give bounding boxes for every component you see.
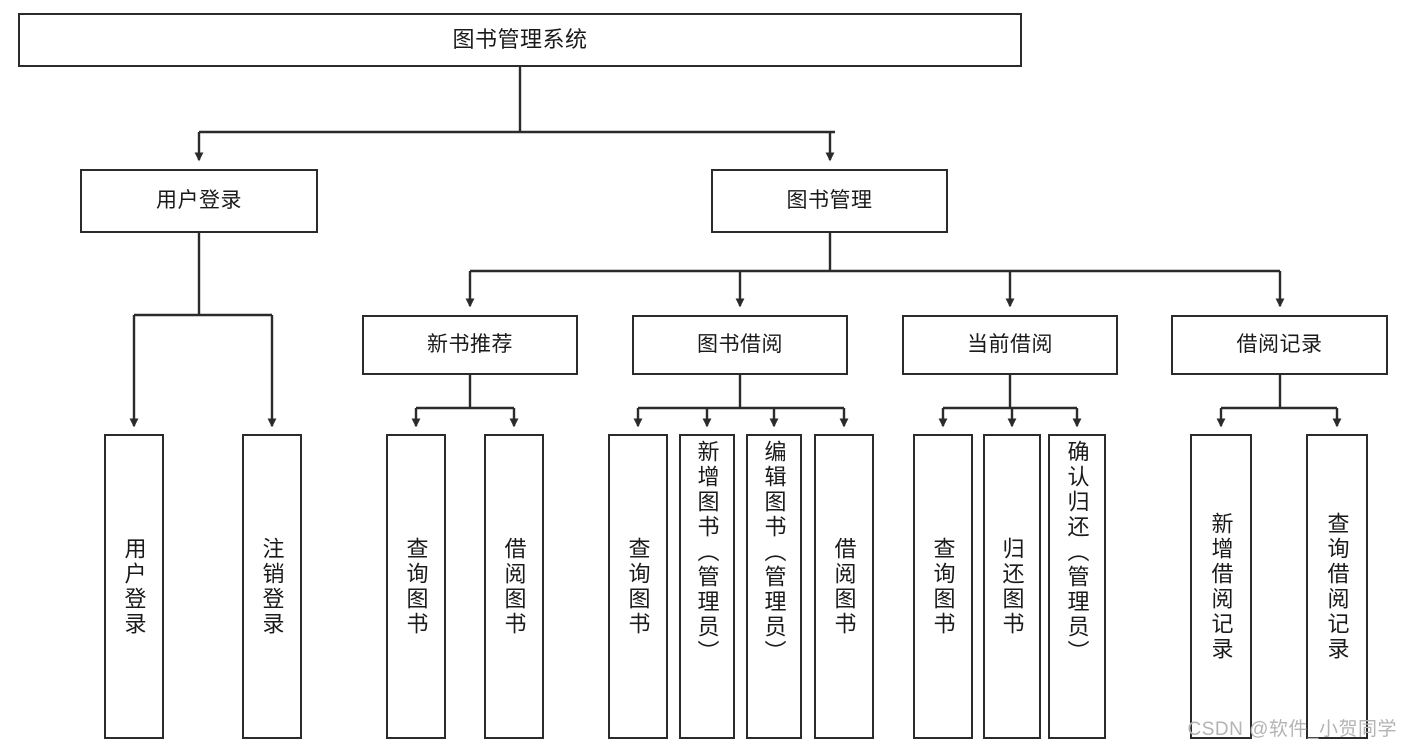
node-leaf-add-book-admin[interactable]: 新增图书（管理员） bbox=[679, 434, 735, 739]
node-leaf-query-book-borrow[interactable]: 查询图书 bbox=[608, 434, 668, 739]
node-level2-user-login[interactable]: 用户登录 bbox=[80, 169, 318, 233]
node-label: 查询图书 bbox=[403, 536, 429, 637]
edge-borrow-record-to-leaves bbox=[1216, 375, 1342, 428]
node-label: 借阅图书 bbox=[831, 536, 857, 637]
node-label: 新增借阅记录 bbox=[1208, 511, 1234, 662]
node-level3-current-borrow[interactable]: 当前借阅 bbox=[902, 315, 1118, 375]
node-label: 图书管理系统 bbox=[452, 27, 588, 53]
node-label: 确认归还（管理员） bbox=[1064, 440, 1090, 665]
node-leaf-query-borrow-record[interactable]: 查询借阅记录 bbox=[1306, 434, 1368, 739]
node-label: 查询图书 bbox=[930, 536, 956, 637]
node-level2-book-management[interactable]: 图书管理 bbox=[711, 169, 948, 233]
node-leaf-return-book[interactable]: 归还图书 bbox=[983, 434, 1041, 739]
node-leaf-borrow-book[interactable]: 借阅图书 bbox=[814, 434, 874, 739]
node-leaf-edit-book-admin[interactable]: 编辑图书（管理员） bbox=[746, 434, 802, 739]
node-label: 新书推荐 bbox=[427, 333, 513, 357]
node-label: 用户登录 bbox=[121, 536, 147, 637]
edge-root-to-level2 bbox=[194, 67, 835, 162]
watermark: CSDN @软件_小贺同学 bbox=[1187, 719, 1397, 740]
edge-new-book-rec-to-leaves bbox=[411, 375, 519, 428]
node-label: 归还图书 bbox=[999, 536, 1025, 637]
edge-book-borrow-to-leaves bbox=[633, 375, 849, 428]
node-label: 图书管理 bbox=[786, 189, 873, 213]
node-leaf-query-book-current[interactable]: 查询图书 bbox=[913, 434, 973, 739]
node-leaf-add-borrow-record[interactable]: 新增借阅记录 bbox=[1190, 434, 1252, 739]
node-label: 用户登录 bbox=[156, 189, 242, 213]
node-label: 查询图书 bbox=[625, 536, 651, 637]
node-label: 借阅图书 bbox=[501, 536, 527, 637]
node-label: 图书借阅 bbox=[697, 333, 783, 357]
edge-current-borrow-to-leaves bbox=[938, 375, 1082, 428]
node-label: 当前借阅 bbox=[967, 333, 1053, 357]
node-level3-book-borrow[interactable]: 图书借阅 bbox=[632, 315, 848, 375]
node-leaf-logout-login[interactable]: 注销登录 bbox=[242, 434, 302, 739]
node-leaf-borrow-book-rec[interactable]: 借阅图书 bbox=[484, 434, 544, 739]
node-label: 编辑图书（管理员） bbox=[761, 440, 787, 665]
node-leaf-query-book-rec[interactable]: 查询图书 bbox=[386, 434, 446, 739]
node-label: 查询借阅记录 bbox=[1324, 511, 1350, 662]
node-label: 注销登录 bbox=[259, 536, 285, 637]
node-leaf-confirm-return-admin[interactable]: 确认归还（管理员） bbox=[1048, 434, 1106, 739]
edge-user-login-to-leaves bbox=[129, 233, 277, 428]
node-label: 借阅记录 bbox=[1236, 333, 1323, 357]
edge-book-manage-to-level3 bbox=[465, 233, 1285, 308]
node-level3-new-book-recommend[interactable]: 新书推荐 bbox=[362, 315, 578, 375]
node-level3-borrow-record[interactable]: 借阅记录 bbox=[1171, 315, 1388, 375]
node-root-system[interactable]: 图书管理系统 bbox=[18, 13, 1022, 67]
node-leaf-user-login[interactable]: 用户登录 bbox=[104, 434, 164, 739]
node-label: 新增图书（管理员） bbox=[694, 440, 720, 665]
